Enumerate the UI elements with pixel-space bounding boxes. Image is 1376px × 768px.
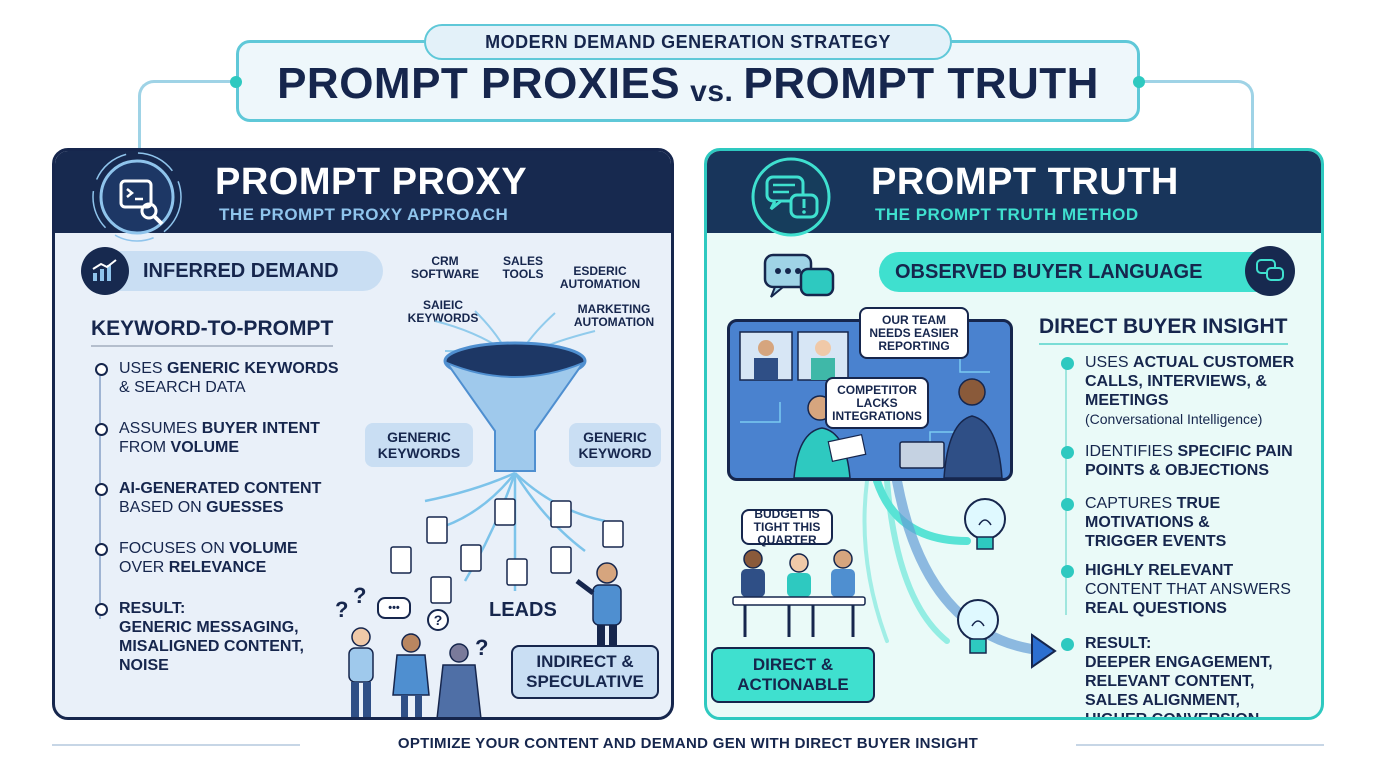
bullet-item: USES ACTUAL CUSTOMER CALLS, INTERVIEWS, … [1059, 353, 1321, 428]
panel-title: PROMPT PROXY [215, 161, 528, 203]
funnel-side-left: GENERIC KEYWORDS [365, 423, 473, 467]
prompt-proxy-panel: PROMPT PROXY THE PROMPT PROXY APPROACH I… [52, 148, 674, 720]
lightbulb-icon [964, 498, 1006, 550]
funnel-input-crm: CRM SOFTWARE [411, 254, 479, 281]
confused-people-illustration [348, 627, 482, 717]
bullet-item: FOCUSES ON VOLUME OVER RELEVANCE [93, 539, 383, 577]
question-mark: ? [335, 597, 349, 622]
funnel-input-esderic: ESDERIC AUTOMATION [559, 264, 641, 291]
connector-dot-left [230, 76, 242, 88]
observed-buyer-language-pill: OBSERVED BUYER LANGUAGE [879, 246, 1295, 296]
footer-divider-right [1074, 744, 1324, 746]
chat-bubble: ••• [377, 597, 411, 619]
funnel-input-saieic: SAIEIC KEYWORDS [407, 298, 479, 325]
panel-subtitle: THE PROMPT PROXY APPROACH [219, 205, 509, 224]
title-left: PROMPT PROXIES [277, 59, 681, 108]
insight-stream-illustration [862, 481, 1057, 669]
header-connector-right [1140, 80, 1254, 150]
connector-dot-right [1133, 76, 1145, 88]
question-mark: ? [353, 583, 367, 608]
funnel-side-right: GENERIC KEYWORD [569, 423, 661, 467]
title-right: PROMPT TRUTH [743, 59, 1099, 108]
bullet-item: AI-GENERATED CONTENT BASED ON GUESSES [93, 479, 383, 517]
question-mark: ? [427, 609, 449, 631]
funnel-input-marketing: MARKETING AUTOMATION [573, 302, 655, 329]
team-meeting-illustration [732, 549, 866, 637]
bullet-item: ASSUMES BUYER INTENT FROM VOLUME [93, 419, 383, 457]
quote-competitor-integrations: COMPETITOR LACKS INTEGRATIONS [825, 377, 929, 429]
footer-divider-left [52, 744, 302, 746]
conclusion-box: DIRECT & ACTIONABLE [711, 647, 875, 703]
result-item: RESULT: DEEPER ENGAGEMENT, RELEVANT CONT… [1059, 634, 1321, 717]
prompt-proxy-header: PROMPT PROXY THE PROMPT PROXY APPROACH [55, 151, 671, 242]
prompt-truth-panel: PROMPT TRUTH THE PROMPT TRUTH METHOD OBS… [704, 148, 1324, 720]
bullet-list: USES ACTUAL CUSTOMER CALLS, INTERVIEWS, … [1059, 353, 1321, 717]
funnel-illustration [390, 310, 624, 604]
bullet-line [1065, 359, 1067, 615]
leads-label: LEADS [489, 599, 557, 621]
bullet-item: CAPTURES TRUE MOTIVATIONS & TRIGGER EVEN… [1059, 494, 1321, 551]
bullet-list: USES GENERIC KEYWORDS & SEARCH DATA ASSU… [93, 359, 383, 675]
lightbulb-icon [957, 599, 999, 654]
bullet-item: IDENTIFIES SPECIFIC PAIN POINTS & OBJECT… [1059, 442, 1321, 480]
presenter-illustration [575, 562, 622, 649]
funnel-input-sales: SALES TOOLS [502, 254, 544, 281]
video-call-illustration [739, 331, 1003, 478]
quote-easier-reporting: OUR TEAM NEEDS EASIER REPORTING [859, 307, 969, 359]
chat-alert-icon [751, 157, 831, 237]
section-heading: DIRECT BUYER INSIGHT [1039, 315, 1288, 345]
conclusion-box: INDIRECT & SPECULATIVE [511, 645, 659, 699]
header-connector-left [138, 80, 238, 150]
section-heading: KEYWORD-TO-PROMPT [91, 317, 334, 347]
terminal-search-icon [92, 152, 182, 242]
pill-label: INFERRED DEMAND [143, 259, 339, 282]
panel-subtitle: THE PROMPT TRUTH METHOD [875, 205, 1139, 224]
quote-budget-tight: BUDGET IS TIGHT THIS QUARTER [741, 507, 833, 546]
question-mark: ? [475, 635, 489, 660]
panel-title: PROMPT TRUTH [871, 161, 1179, 203]
chat-bubble-icon [763, 253, 835, 298]
inferred-demand-pill: INFERRED DEMAND [81, 247, 383, 295]
footer-tagline: OPTIMIZE YOUR CONTENT AND DEMAND GEN WIT… [300, 735, 1076, 752]
chat-icon [1245, 246, 1295, 296]
pill-label: OBSERVED BUYER LANGUAGE [895, 260, 1203, 283]
prompt-truth-header: PROMPT TRUTH THE PROMPT TRUTH METHOD [707, 151, 1321, 237]
bullet-item: USES GENERIC KEYWORDS & SEARCH DATA [93, 359, 383, 397]
bullet-item: HIGHLY RELEVANT CONTENT THAT ANSWERS REA… [1059, 561, 1321, 618]
result-item: RESULT: GENERIC MESSAGING, MISALIGNED CO… [93, 599, 383, 675]
chart-icon [81, 247, 129, 295]
supertitle: MODERN DEMAND GENERATION STRATEGY [424, 24, 952, 60]
title-vs: vs. [690, 75, 734, 108]
